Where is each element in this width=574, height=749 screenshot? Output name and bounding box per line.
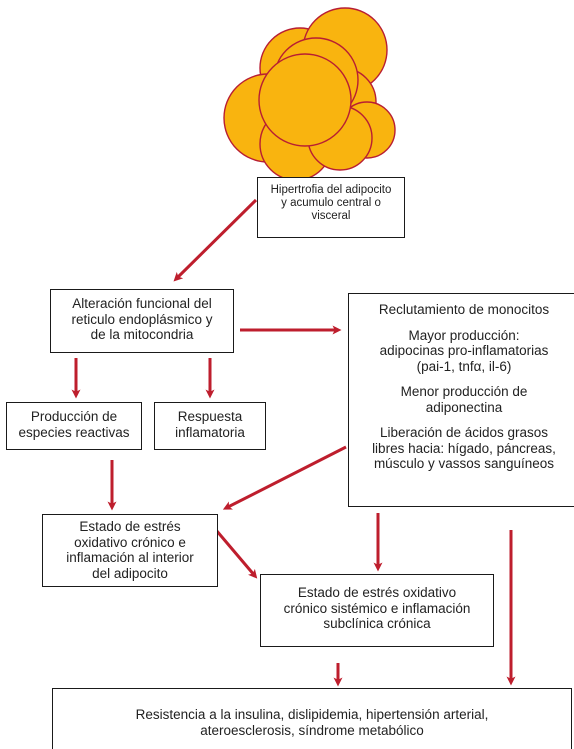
box-respuesta: Respuesta inflamatoria <box>154 402 266 450</box>
mayor-produccion-text: Mayor producción: adipocinas pro-inflama… <box>379 327 549 374</box>
resistencia-text: Resistencia a la insulina, dislipidemia,… <box>135 707 489 738</box>
box-resistencia: Resistencia a la insulina, dislipidemia,… <box>52 688 572 749</box>
alteracion-text: Alteración funcional del reticulo endopl… <box>71 296 213 343</box>
adipocyte-cells <box>223 7 396 181</box>
liberacion-acidos-text: Liberación de ácidos grasos libres hacia… <box>372 425 556 472</box>
arrow-estado-adipocito-to-estado-sistemico <box>214 529 258 579</box>
box-reclutamiento: Reclutamiento de monocitos Mayor producc… <box>348 293 574 507</box>
box-alteracion: Alteración funcional del reticulo endopl… <box>50 289 234 353</box>
arrow-reclutamiento-to-estado-adipocito <box>222 445 347 510</box>
estado-adipocito-text: Estado de estrés oxidativo crónico e inf… <box>66 519 194 581</box>
box-estado-adipocito: Estado de estrés oxidativo crónico e inf… <box>42 514 218 587</box>
box-hipertrofia: Hipertrofia del adipocito y acumulo cent… <box>257 177 405 238</box>
respuesta-text: Respuesta inflamatoria <box>175 409 245 440</box>
hipertrofia-text: Hipertrofia del adipocito y acumulo cent… <box>270 184 392 223</box>
box-produccion: Producción de especies reactivas <box>6 402 142 450</box>
menor-produccion-text: Menor producción de adiponectina <box>400 384 528 415</box>
adipocyte-cell-10 <box>258 53 352 147</box>
produccion-text: Producción de especies reactivas <box>18 409 130 440</box>
box-estado-sistemico: Estado de estrés oxidativo crónico sisté… <box>260 574 494 647</box>
arrow-hipertrofia-to-alteracion <box>173 198 258 282</box>
reclutamiento-text: Reclutamiento de monocitos <box>378 302 550 317</box>
estado-sistemico-text: Estado de estrés oxidativo crónico sisté… <box>283 585 471 632</box>
